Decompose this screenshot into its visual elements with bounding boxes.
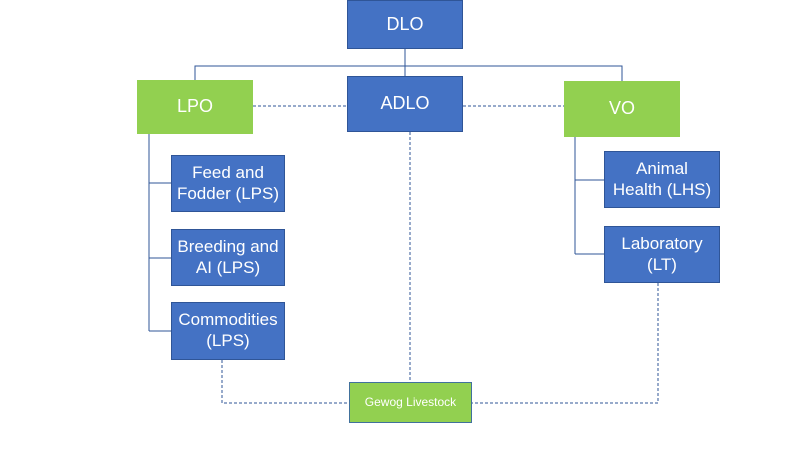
- node-commodities-label: Commodities (LPS): [178, 310, 278, 350]
- link-dlo-lpo: [194, 49, 406, 80]
- node-animal-health-label: Animal Health (LHS): [612, 158, 712, 199]
- node-dlo: DLO: [347, 0, 463, 49]
- link-commodities-gewog: [221, 360, 349, 404]
- link-dlo-vo: [405, 65, 623, 81]
- node-laboratory-label: Laboratory (LT): [621, 233, 703, 274]
- node-gewog-livestock-label: Gewog Livestock: [364, 395, 457, 410]
- node-breeding-and-ai: Breeding and AI (LPS): [171, 229, 285, 286]
- node-adlo-label: ADLO: [380, 93, 430, 113]
- node-lpo-label: LPO: [176, 96, 214, 117]
- node-gewog-livestock: Gewog Livestock: [349, 382, 472, 423]
- node-breeding-and-ai-label: Breeding and AI (LPS): [177, 236, 279, 277]
- node-vo: VO: [564, 81, 680, 137]
- node-laboratory: Laboratory (LT): [604, 226, 720, 283]
- node-lpo: LPO: [137, 80, 253, 134]
- node-feed-and-fodder: Feed and Fodder (LPS): [171, 155, 285, 212]
- node-feed-and-fodder-label: Feed and Fodder (LPS): [176, 162, 280, 203]
- link-laboratory-gewog: [472, 283, 659, 404]
- node-commodities: Commodities (LPS): [171, 302, 285, 360]
- node-vo-label: VO: [608, 98, 635, 119]
- node-dlo-label: DLO: [386, 13, 424, 34]
- node-adlo: ADLO: [347, 76, 463, 132]
- node-animal-health: Animal Health (LHS): [604, 151, 720, 208]
